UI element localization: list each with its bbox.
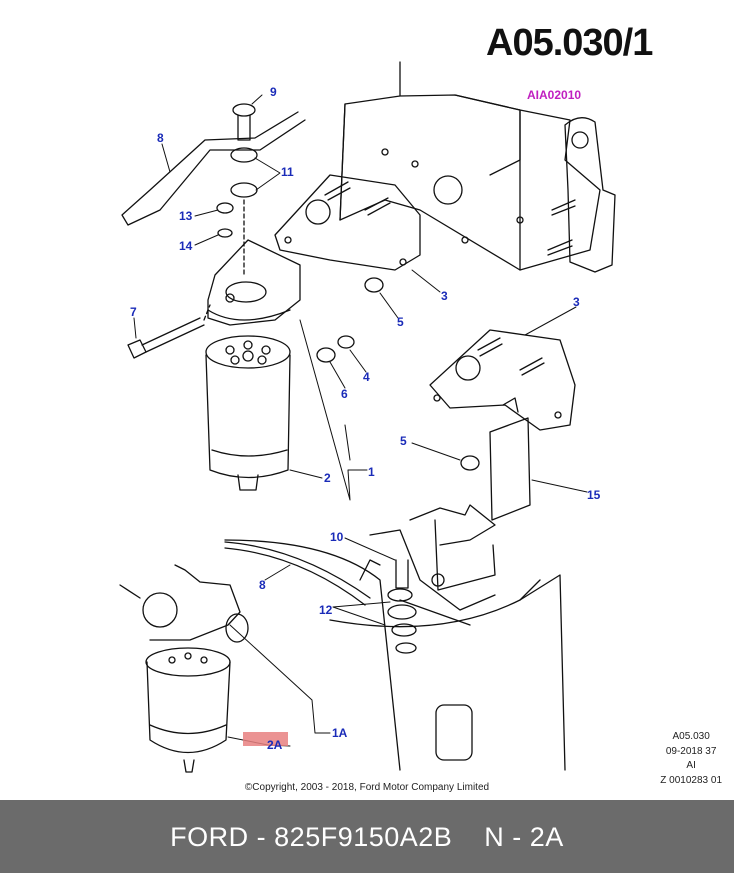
callout-label[interactable]: 3 (573, 295, 580, 309)
callout-label[interactable]: 5 (400, 434, 407, 448)
mounting-plate-3-upper (274, 174, 421, 271)
callout-label[interactable]: 14 (179, 239, 193, 253)
highlight-marker (243, 732, 288, 746)
callout-label[interactable]: 7 (130, 305, 137, 319)
callout-label-highlighted[interactable]: 2A (267, 738, 283, 752)
reference-code: AIA02010 (527, 88, 582, 102)
mounting-bracket-right (547, 117, 616, 273)
callout-label[interactable]: 8 (259, 578, 266, 592)
part-number-footer: FORD - 825F9150A2B N - 2A (0, 800, 734, 873)
heat-shield-15 (489, 397, 531, 521)
meta-code: A05.030 (672, 731, 710, 742)
callout-label[interactable]: 11 (281, 165, 294, 179)
callout-label[interactable]: 13 (179, 209, 193, 223)
filter-cartridge-upper (205, 335, 291, 491)
fuel-pipe-8-lower (224, 541, 371, 606)
bolt-7 (127, 304, 211, 359)
callout-label[interactable]: 9 (270, 85, 277, 99)
fuel-pipe-8-upper (121, 111, 306, 226)
callout-label[interactable]: 5 (397, 315, 404, 329)
exploded-parts-drawing (119, 61, 616, 773)
assembled-filter-lower (119, 564, 249, 773)
callout-label[interactable]: 2 (324, 471, 331, 485)
washers-12 (387, 559, 417, 654)
callout-label[interactable]: 12 (319, 603, 333, 617)
callout-label[interactable]: 1A (332, 726, 348, 740)
callout-label[interactable]: 15 (587, 488, 601, 502)
mounting-plate-3-lower (429, 329, 576, 431)
callout-leader-lines (133, 94, 588, 747)
meta-id: Z 0010283 01 (660, 774, 722, 786)
nuts-and-washers (316, 277, 480, 471)
filter-head (207, 239, 301, 326)
callout-label[interactable]: 6 (341, 387, 348, 401)
callout-label[interactable]: 10 (330, 530, 344, 544)
lower-bracket-10 (359, 504, 496, 611)
callout-label[interactable]: 8 (157, 131, 164, 145)
callout-label[interactable]: 4 (363, 370, 370, 384)
drawing-metadata: A05.030 09-2018 37 AI Z 0010283 01 (660, 730, 722, 788)
copyright-notice: ©Copyright, 2003 - 2018, Ford Motor Comp… (244, 782, 490, 793)
callout-label[interactable]: 3 (441, 289, 448, 303)
diagram-title: A05.030/1 (486, 22, 653, 64)
part-number-text: FORD - 825F9150A2B N - 2A (170, 822, 564, 852)
engine-block-drawing (339, 61, 601, 271)
bolt-and-washers-stack (216, 103, 258, 276)
engine-block-lower (224, 539, 566, 771)
callout-label[interactable]: 1 (368, 465, 375, 479)
meta-date: 09-2018 37 (665, 745, 717, 757)
meta-flag: AI (686, 760, 696, 771)
